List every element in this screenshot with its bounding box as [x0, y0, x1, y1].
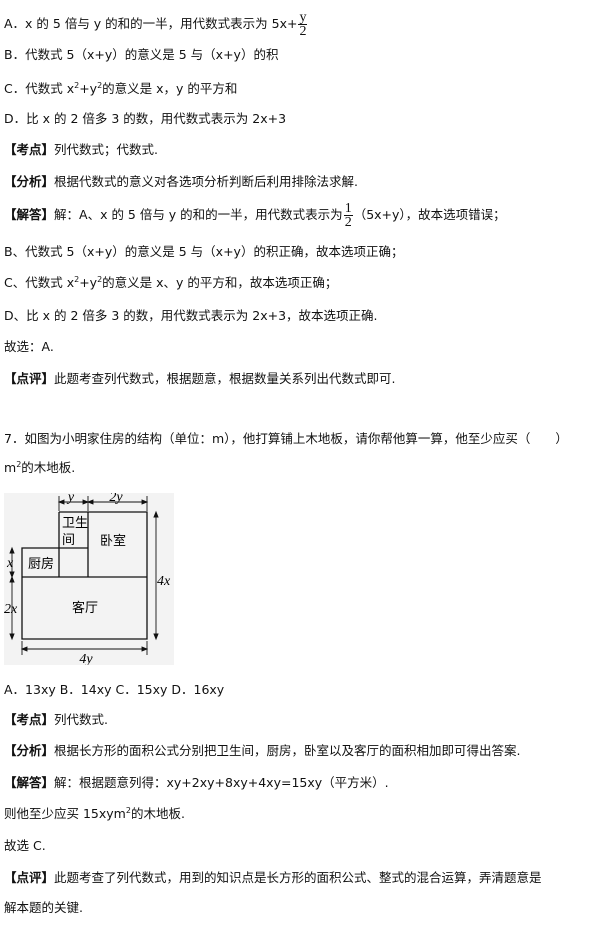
option-b: B．代数式 5（x+y）的意义是 5 与（x+y）的积 — [4, 47, 279, 62]
q7-stem: 7．如图为小明家住房的结构（单位：m），他打算铺上木地板，请你帮他算一算，他至少… — [4, 431, 568, 446]
label-x-left: x — [6, 556, 14, 571]
floor-plan-diagram: y 2y x 2x 4x 4y 卫生 间 卧室 厨房 客厅 — [4, 493, 174, 665]
q6-dianping: 【点评】此题考查列代数式，根据题意，根据数量关系列出代数式即可. — [4, 371, 396, 386]
label-bathroom-2: 间 — [62, 533, 75, 548]
q7-options: A．13xy B．14xy C．15xy D．16xy — [4, 682, 225, 697]
q7-kaodian: 【考点】列代数式. — [4, 712, 108, 727]
q6-b: B、代数式 5（x+y）的意义是 5 与（x+y）的积正确，故本选项正确； — [4, 244, 404, 259]
label-y-top: y — [66, 493, 75, 505]
label-2y-top: 2y — [109, 493, 123, 505]
q7-guxuan: 故选 C. — [4, 838, 46, 853]
q6-d: D、比 x 的 2 倍多 3 的数，用代数式表示为 2x+3，故本选项正确. — [4, 308, 378, 323]
q7-dianping-cont: 解本题的关键. — [4, 900, 83, 915]
q7-fenxi: 【分析】根据长方形的面积公式分别把卫生间，厨房，卧室以及客厅的面积相加即可得出答… — [4, 743, 521, 758]
q7-then: 则他至少应买 15xym2的木地板. — [4, 806, 185, 821]
label-4x-right: 4x — [157, 574, 171, 589]
label-4y-bottom: 4y — [79, 652, 93, 665]
label-kitchen: 厨房 — [28, 556, 54, 572]
label-bathroom-1: 卫生 — [62, 516, 88, 531]
q6-kaodian: 【考点】列代数式；代数式. — [4, 142, 158, 157]
option-d: D．比 x 的 2 倍多 3 的数，用代数式表示为 2x+3 — [4, 111, 287, 126]
label-living-room: 客厅 — [72, 600, 98, 616]
q7-dianping: 【点评】此题考查了列代数式，用到的知识点是长方形的面积公式、整式的混合运算，弄清… — [4, 870, 542, 885]
q7-stem-2: m2的木地板. — [4, 460, 76, 475]
q6-guxuan: 故选：A. — [4, 339, 54, 354]
option-c: C．代数式 x2+y2的意义是 x，y 的平方和 — [4, 81, 238, 96]
kitchen-wall — [21, 547, 59, 577]
q6-fenxi: 【分析】根据代数式的意义对各选项分析判断后利用排除法求解. — [4, 174, 358, 189]
outline-right — [21, 511, 148, 640]
label-bedroom: 卧室 — [100, 533, 126, 549]
q7-jieda: 【解答】解：根据题意列得：xy+2xy+8xy+4xy=15xy（平方米）. — [4, 775, 389, 790]
q6-c: C、代数式 x2+y2的意义是 x、y 的平方和，故本选项正确； — [4, 275, 338, 290]
label-2x-left: 2x — [4, 602, 18, 617]
